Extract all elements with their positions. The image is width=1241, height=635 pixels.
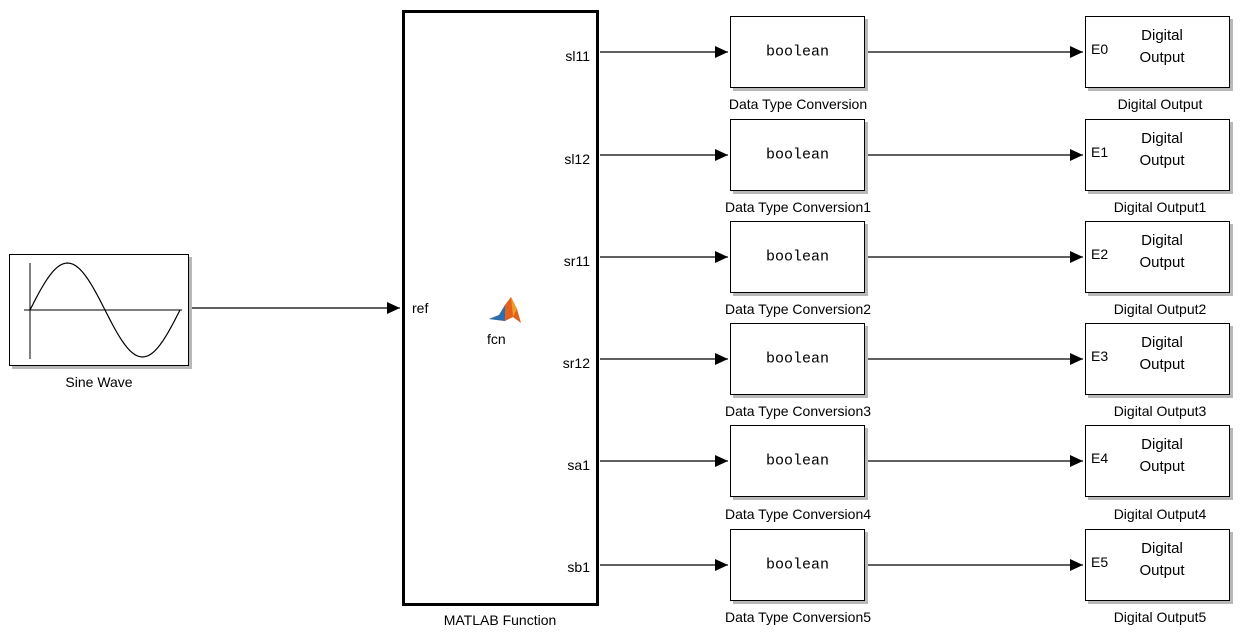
matlab-logo-icon bbox=[489, 297, 521, 323]
arrowhead bbox=[1070, 455, 1083, 467]
fcn-label: fcn bbox=[487, 331, 506, 347]
arrowhead bbox=[715, 46, 728, 58]
digital-output-label: Digital Output bbox=[1117, 96, 1203, 112]
conversion-type-text: boolean bbox=[765, 43, 829, 61]
digital-output-port: E2 bbox=[1091, 246, 1109, 262]
digital-output-label: Digital Output5 bbox=[1113, 609, 1207, 625]
digital-output-label: Digital Output1 bbox=[1113, 199, 1207, 215]
sine-wave-block[interactable] bbox=[9, 254, 189, 366]
data-type-conversion-label: Data Type Conversion3 bbox=[724, 403, 872, 419]
digital-output-port: E1 bbox=[1091, 144, 1109, 160]
arrowhead bbox=[715, 251, 728, 263]
digital-output-label: Digital Output3 bbox=[1113, 403, 1207, 419]
arrowhead bbox=[1070, 353, 1083, 365]
digital-output-label: Digital Output2 bbox=[1113, 301, 1207, 317]
arrowhead bbox=[715, 149, 728, 161]
data-type-conversion-label: Data Type Conversion5 bbox=[724, 609, 872, 625]
digital-output-port: E3 bbox=[1091, 348, 1109, 364]
arrowhead bbox=[1070, 559, 1083, 571]
data-type-conversion-block[interactable]: boolean bbox=[730, 16, 865, 88]
data-type-conversion-block[interactable]: boolean bbox=[730, 119, 865, 191]
output-port-sl11: sl11 bbox=[565, 48, 590, 64]
output-port-sa1: sa1 bbox=[567, 457, 590, 473]
matlab-function-block[interactable]: ref fcn sl11 sl12 sr11 sr12 sa1 sb1 bbox=[402, 10, 599, 606]
input-port-ref: ref bbox=[412, 300, 429, 316]
digital-output-port: E5 bbox=[1091, 554, 1109, 570]
output-port-sr11: sr11 bbox=[563, 253, 590, 269]
arrowhead bbox=[1070, 251, 1083, 263]
arrowhead bbox=[715, 559, 728, 571]
conversion-type-text: boolean bbox=[765, 350, 829, 368]
data-type-conversion-block[interactable]: boolean bbox=[730, 323, 865, 395]
conversion-type-text: boolean bbox=[765, 452, 829, 470]
data-type-conversion-block[interactable]: boolean bbox=[730, 221, 865, 293]
output-port-sl12: sl12 bbox=[564, 151, 590, 167]
digital-output-port: E4 bbox=[1091, 450, 1109, 466]
data-type-conversion-label: Data Type Conversion2 bbox=[724, 301, 872, 317]
output-port-sr12: sr12 bbox=[562, 355, 590, 371]
data-type-conversion-label: Data Type Conversion4 bbox=[724, 506, 872, 522]
sine-wave-icon bbox=[24, 262, 182, 359]
arrowhead bbox=[715, 353, 728, 365]
matlab-function-label: MATLAB Function bbox=[443, 612, 557, 628]
arrowhead bbox=[1070, 46, 1083, 58]
arrowhead bbox=[387, 302, 400, 314]
conversion-type-text: boolean bbox=[765, 556, 829, 574]
arrowhead bbox=[715, 455, 728, 467]
conversion-type-text: boolean bbox=[765, 146, 829, 164]
data-type-conversion-label: Data Type Conversion bbox=[728, 96, 868, 112]
digital-output-label: Digital Output4 bbox=[1113, 506, 1207, 522]
digital-output-port: E0 bbox=[1091, 41, 1109, 57]
sine-wave-label: Sine Wave bbox=[65, 374, 133, 390]
data-type-conversion-block[interactable]: boolean bbox=[730, 529, 865, 601]
output-port-sb1: sb1 bbox=[567, 559, 590, 575]
data-type-conversion-block[interactable]: boolean bbox=[730, 425, 865, 497]
conversion-type-text: boolean bbox=[765, 248, 829, 266]
arrowhead bbox=[1070, 149, 1083, 161]
data-type-conversion-label: Data Type Conversion1 bbox=[724, 199, 872, 215]
